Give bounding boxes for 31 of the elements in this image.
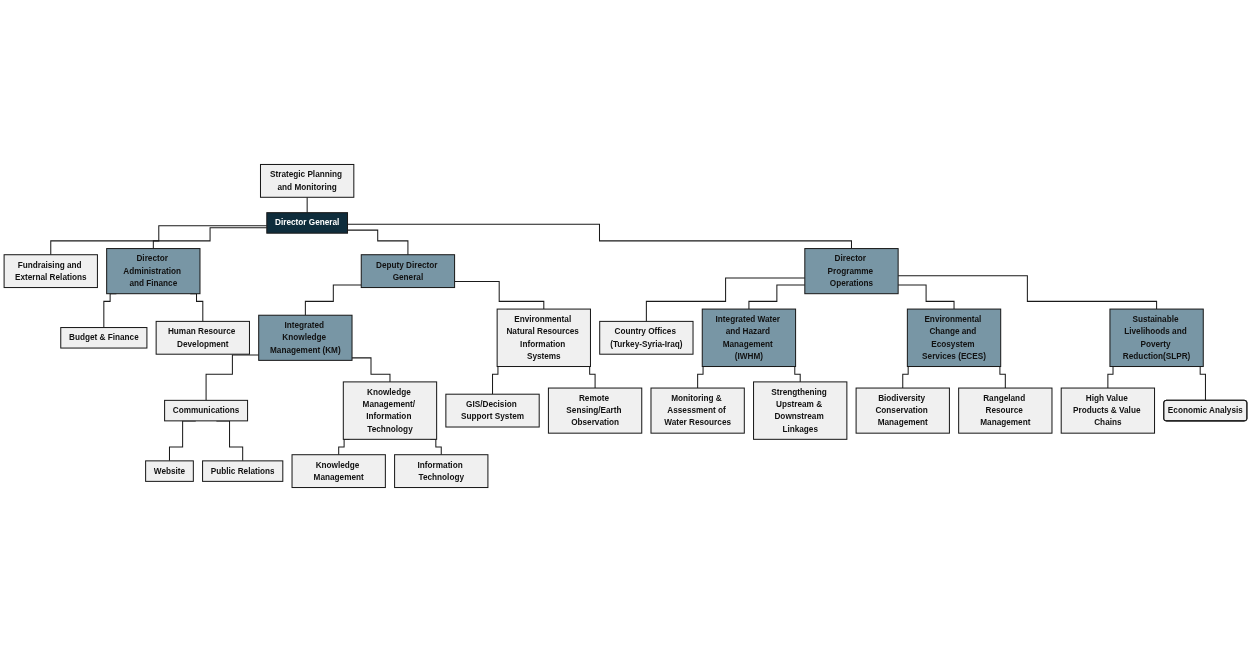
node-box: Website: [145, 460, 194, 482]
node-box: Communications: [164, 399, 249, 422]
node-box: Country Offices (Turkey-Syria-Iraq): [599, 320, 694, 355]
node-box: Integrated Water and Hazard Management (IWHM): [701, 308, 797, 368]
node-box: Rangeland Resource Management: [958, 387, 1053, 434]
node-box: Biodiversity Conservation Management: [855, 387, 950, 434]
node-box: Public Relations: [202, 460, 284, 482]
node-box: Director Programme Operations: [804, 248, 899, 295]
node-box: Budget & Finance: [60, 327, 148, 349]
connector: [347, 229, 409, 256]
node-box: Environmental Natural Resources Information Systems: [496, 308, 591, 368]
node-box: GIS/Decision Support System: [445, 393, 540, 428]
node-box: Director General: [266, 212, 349, 234]
node-box: Knowledge Management: [291, 454, 386, 489]
node-box: Environmental Change and Ecosystem Services (ECES): [906, 308, 1002, 368]
node-box: High Value Products & Value Chains: [1060, 387, 1156, 434]
node-box: Director Administration and Finance: [106, 248, 201, 295]
node-box: Information Technology: [394, 454, 489, 489]
connector: [347, 223, 852, 250]
node-box: Integrated Knowledge Management (KM): [258, 314, 353, 361]
node-box: Strategic Planning and Monitoring: [259, 163, 355, 198]
node-box: Sustainable Livelihoods and Poverty Reduction(SLPR): [1109, 308, 1204, 368]
node-box: Monitoring & Assessment of Water Resources: [650, 387, 745, 434]
connector: [304, 284, 362, 316]
node-box: Deputy Director General: [360, 254, 456, 289]
connector: [454, 281, 545, 310]
node-box: Human Resource Development: [155, 320, 250, 355]
node-box: Fundraising and External Relations: [3, 254, 98, 289]
node-box: Strengthening Upstream & Downstream Linkages: [753, 381, 848, 440]
node-box: Remote Sensing/Earth Observation: [547, 387, 643, 434]
node-box: Knowledge Management/ Information Technology: [342, 381, 438, 440]
